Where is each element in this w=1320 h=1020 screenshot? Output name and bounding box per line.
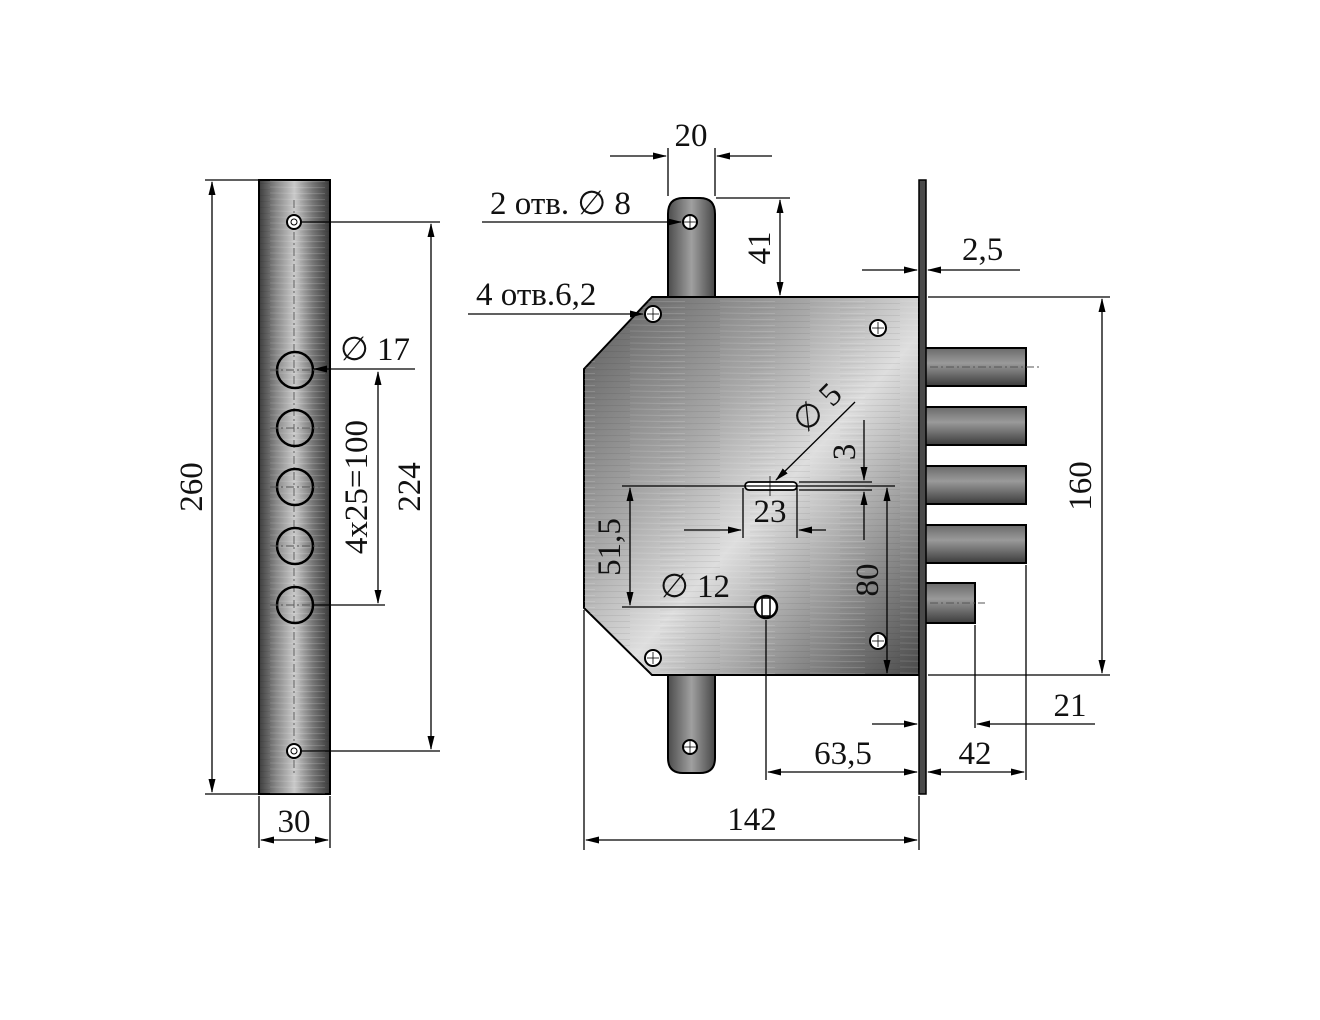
dim-21: 21: [1054, 688, 1087, 724]
faceplate-view: 260 30 224 ∅ 17 4x25=100: [174, 179, 440, 848]
dim-faceplate-width: 30: [278, 804, 311, 840]
dim-51-5: 51,5: [592, 518, 628, 576]
front-plate-edge: [918, 179, 927, 795]
case-screw-hole: [869, 632, 887, 650]
dim-42: 42: [959, 736, 992, 772]
case-screw-hole: [644, 305, 662, 323]
dim-bolt-diameter: ∅ 17: [340, 332, 410, 368]
label-holes-8: 2 отв. ∅ 8: [490, 186, 631, 222]
faceplate-screw-hole-bottom: [286, 743, 302, 759]
lock-bolt: [924, 347, 1040, 387]
lock-bolt: [924, 524, 1027, 564]
bolt-hole: [270, 526, 320, 566]
dim-body-width: 142: [727, 802, 777, 838]
dim-backset: 63,5: [814, 736, 872, 772]
latch-bolt: [924, 582, 985, 624]
dim-top-height: 41: [742, 232, 778, 265]
label-holes-6-2: 4 отв.6,2: [476, 277, 596, 313]
dim-top-width: 20: [675, 118, 708, 154]
bolt-hole: [270, 467, 320, 507]
case-screw-hole: [644, 649, 662, 667]
dim-keyhole-12: ∅ 12: [660, 569, 730, 605]
keyhole: [753, 594, 779, 620]
case-screw-hole: [869, 319, 887, 337]
dim-bolt-spacing: 4x25=100: [339, 420, 375, 554]
lock-bolt: [924, 465, 1027, 505]
lock-bolt: [924, 406, 1027, 446]
bolt-hole: [270, 408, 320, 448]
lock-body-view: 20 2 отв. ∅ 8 41 4 отв.6,2 2,5 160 ∅ 5 3: [468, 118, 1110, 850]
dim-height-total: 260: [174, 462, 210, 512]
dim-plate-thickness: 2,5: [962, 232, 1003, 268]
dim-3: 3: [827, 444, 863, 461]
top-mounting-tab: [667, 197, 716, 299]
dim-80: 80: [850, 564, 886, 597]
dim-hole-spacing: 224: [392, 462, 428, 512]
faceplate-screw-hole-top: [286, 214, 302, 230]
bottom-mounting-tab: [667, 673, 716, 774]
dim-body-height: 160: [1063, 461, 1099, 511]
dim-23: 23: [754, 494, 787, 530]
